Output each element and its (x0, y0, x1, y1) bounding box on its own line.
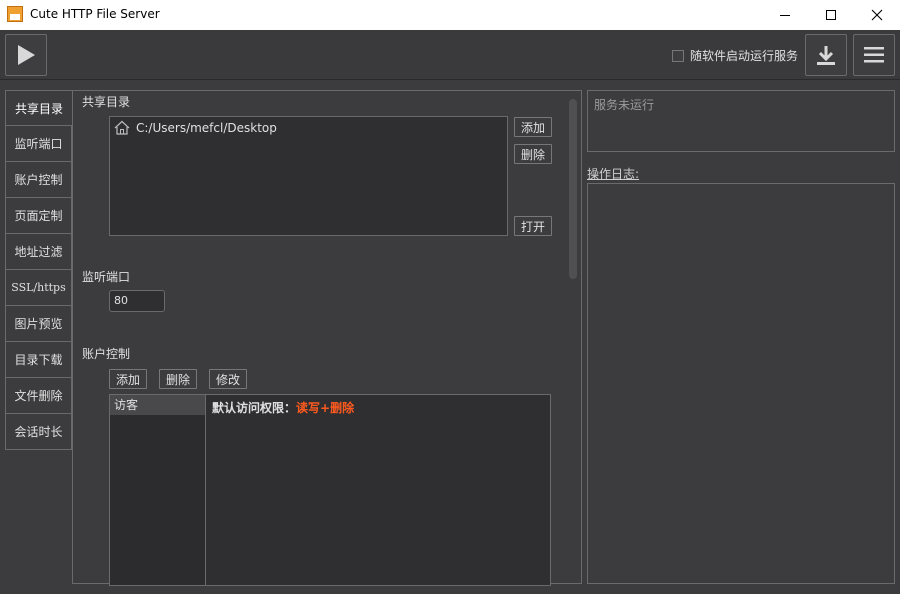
tab-image-preview[interactable]: 图片预览 (5, 306, 72, 342)
tab-account-control[interactable]: 账户控制 (5, 162, 72, 198)
shared-dir-path: C:/Users/mefcl/Desktop (136, 120, 277, 135)
play-icon (18, 45, 35, 65)
account-add-button[interactable]: 添加 (109, 369, 147, 389)
shared-dir-title: 共享目录 (82, 95, 131, 109)
autostart-option[interactable]: 随软件启动运行服务 (672, 47, 798, 64)
server-status-text: 服务未运行 (594, 98, 655, 112)
hamburger-menu-icon (864, 47, 884, 63)
permission-value: 读写+删除 (296, 401, 355, 415)
window-title: Cute HTTP File Server (30, 7, 160, 21)
operation-log[interactable] (587, 183, 895, 584)
tab-dir-download[interactable]: 目录下载 (5, 342, 72, 378)
maximize-button[interactable] (808, 0, 854, 30)
tab-page-custom[interactable]: 页面定制 (5, 198, 72, 234)
maximize-icon (826, 10, 836, 20)
log-label: 操作日志: (587, 167, 640, 181)
account-item-guest[interactable]: 访客 (110, 395, 205, 415)
shared-dir-delete-button[interactable]: 删除 (514, 144, 552, 164)
shared-dir-open-button[interactable]: 打开 (514, 216, 552, 236)
tab-shared-dir[interactable]: 共享目录 (5, 90, 72, 126)
listen-port-title: 监听端口 (82, 270, 131, 284)
shared-dir-entry[interactable]: C:/Users/mefcl/Desktop (114, 120, 277, 135)
account-control-title: 账户控制 (82, 347, 131, 361)
home-icon (114, 120, 130, 135)
minimize-button[interactable] (762, 0, 808, 30)
permission-label: 默认访问权限： (212, 401, 297, 415)
close-button[interactable] (854, 0, 900, 30)
account-detail: 默认访问权限：读写+删除 (206, 394, 551, 586)
start-server-button[interactable] (5, 34, 47, 76)
autostart-checkbox[interactable] (672, 49, 684, 62)
tab-session-duration[interactable]: 会话时长 (5, 414, 72, 450)
tab-address-filter[interactable]: 地址过滤 (5, 234, 72, 270)
account-edit-button[interactable]: 修改 (209, 369, 247, 389)
download-icon (817, 46, 835, 65)
minimize-icon (780, 14, 790, 16)
account-delete-button[interactable]: 删除 (159, 369, 197, 389)
title-bar: Cute HTTP File Server (0, 0, 900, 30)
shared-dir-add-button[interactable]: 添加 (514, 117, 552, 137)
tab-listen-port[interactable]: 监听端口 (5, 126, 72, 162)
settings-tabs: 共享目录 监听端口 账户控制 页面定制 地址过滤 SSL/https 图片预览 … (5, 90, 73, 584)
shared-dir-list[interactable]: C:/Users/mefcl/Desktop (109, 116, 508, 236)
toolbar: 随软件启动运行服务 (0, 30, 900, 80)
autostart-label: 随软件启动运行服务 (690, 49, 799, 63)
listen-port-input[interactable]: 80 (109, 290, 165, 312)
settings-scrollbar[interactable] (569, 99, 577, 279)
account-list[interactable]: 访客 (109, 394, 206, 586)
tab-file-delete[interactable]: 文件删除 (5, 378, 72, 414)
menu-button[interactable] (853, 34, 895, 76)
cute-app-icon (7, 6, 23, 22)
close-icon (871, 9, 883, 21)
tab-ssl-https[interactable]: SSL/https (5, 270, 72, 306)
download-button[interactable] (805, 34, 847, 76)
server-status-box: 服务未运行 (587, 90, 895, 152)
settings-panel: 共享目录 C:/Users/mefcl/Desktop 添加 删除 打开 监听端… (72, 90, 582, 586)
